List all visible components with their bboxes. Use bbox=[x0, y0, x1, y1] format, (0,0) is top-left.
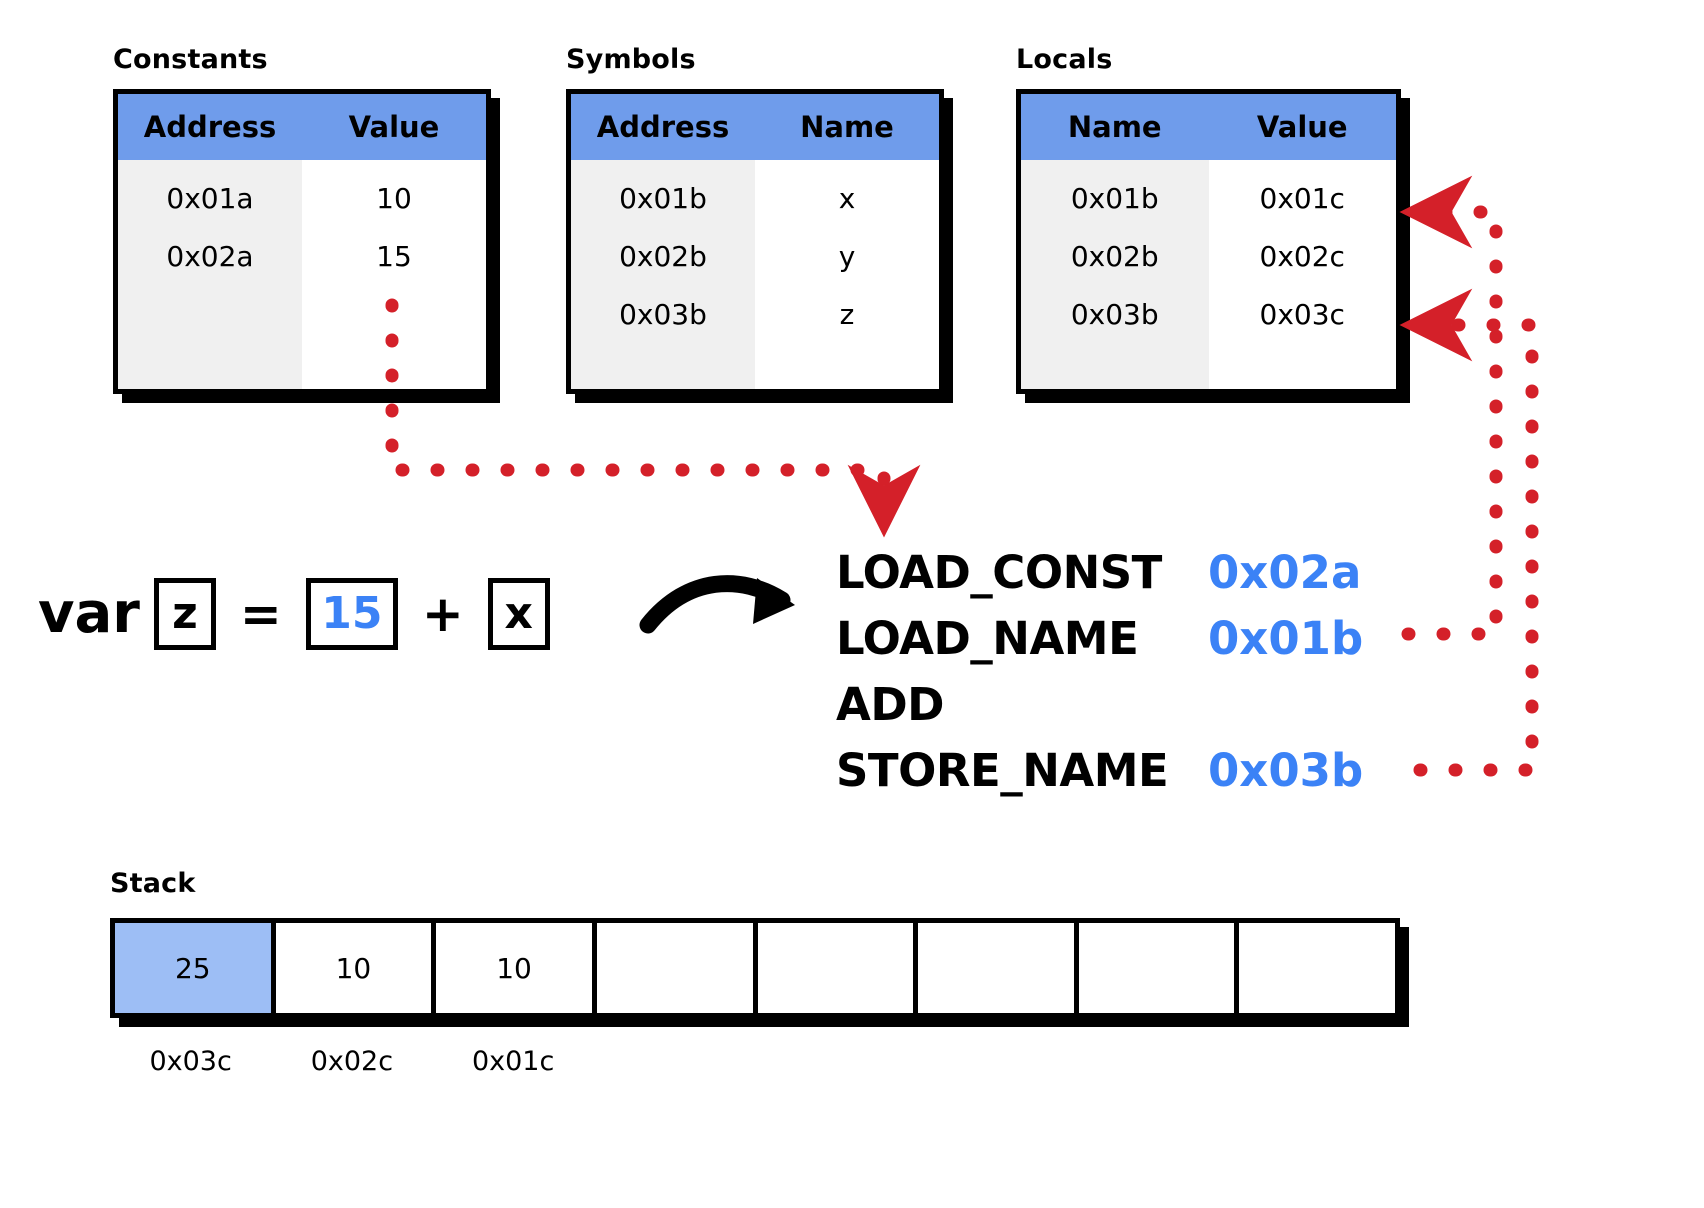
compile-arrow-icon bbox=[639, 575, 795, 634]
stack-cell bbox=[758, 923, 919, 1013]
table-cell: y bbox=[838, 239, 856, 273]
bytecode-arg: 0x03b bbox=[1208, 744, 1364, 797]
constants-table: Address Value 0x01a 0x02a 10 15 bbox=[113, 89, 500, 403]
locals-table-caption: Locals bbox=[1016, 44, 1113, 75]
stack-cell bbox=[1239, 923, 1395, 1013]
locals-table-header: Name Value bbox=[1021, 94, 1396, 160]
locals-name-column: 0x01b 0x02b 0x03b bbox=[1021, 160, 1209, 389]
bytecode-instruction-row: ADD bbox=[836, 678, 1363, 744]
symbols-table: Address Name 0x01b 0x02b 0x03b x y z bbox=[566, 89, 953, 403]
stack-cell: 10 bbox=[276, 923, 437, 1013]
bytecode-instruction-row: STORE_NAME 0x03b bbox=[836, 744, 1363, 810]
symbols-col-address: Address bbox=[596, 110, 730, 144]
stack-container: 25 10 10 bbox=[110, 918, 1409, 1027]
table-cell: x bbox=[838, 181, 856, 215]
locals-col-name: Name bbox=[1067, 110, 1162, 144]
table-cell: 0x02b bbox=[619, 239, 707, 273]
table-cell: 10 bbox=[376, 181, 412, 215]
constants-address-column: 0x01a 0x02a bbox=[118, 160, 302, 389]
table-cell: 0x01b bbox=[619, 181, 707, 215]
stack-caption: Stack bbox=[110, 868, 196, 899]
table-cell: 0x01a bbox=[166, 181, 254, 215]
bytecode-op: ADD bbox=[836, 678, 945, 731]
symbols-table-header: Address Name bbox=[571, 94, 939, 160]
stack-cell bbox=[918, 923, 1079, 1013]
stack-address-label: 0x02c bbox=[310, 1045, 394, 1077]
stack-address-label: 0x01c bbox=[471, 1045, 555, 1077]
table-cell: 0x02a bbox=[166, 239, 254, 273]
expression-keyword: var bbox=[38, 581, 140, 646]
table-cell: 0x03b bbox=[1070, 297, 1159, 331]
bytecode-arg: 0x01b bbox=[1208, 612, 1364, 665]
bytecode-listing: LOAD_CONST 0x02a LOAD_NAME 0x01b ADD STO… bbox=[836, 546, 1363, 810]
table-cell: 0x01b bbox=[1070, 181, 1159, 215]
bytecode-op: LOAD_CONST bbox=[836, 546, 1162, 599]
constants-table-header: Address Value bbox=[118, 94, 486, 160]
symbols-table-caption: Symbols bbox=[566, 44, 696, 75]
symbols-address-column: 0x01b 0x02b 0x03b bbox=[571, 160, 755, 389]
stack-address-label: 0x03c bbox=[149, 1045, 232, 1077]
table-cell: 15 bbox=[376, 239, 412, 273]
storename-to-locals-arrow bbox=[1399, 288, 1539, 777]
table-cell: z bbox=[839, 297, 855, 331]
stack-cell bbox=[597, 923, 758, 1013]
locals-table: Name Value 0x01b 0x02b 0x03b 0x01c 0x02c… bbox=[1016, 89, 1410, 403]
loadname-to-locals-arrow bbox=[1399, 175, 1503, 641]
symbols-name-column: x y z bbox=[755, 160, 939, 389]
constants-col-value: Value bbox=[348, 110, 440, 144]
bytecode-instruction-row: LOAD_NAME 0x01b bbox=[836, 612, 1363, 678]
expression-literal-box: 15 bbox=[305, 578, 398, 650]
expression-target-box: z bbox=[153, 578, 216, 650]
constants-col-address: Address bbox=[143, 110, 277, 144]
expression-equals: = bbox=[239, 585, 282, 643]
table-cell: 0x03c bbox=[1259, 297, 1345, 331]
expression-plus: + bbox=[421, 585, 464, 643]
locals-value-column: 0x01c 0x02c 0x03c bbox=[1208, 160, 1396, 389]
table-cell: 0x02b bbox=[1070, 239, 1159, 273]
bytecode-op: LOAD_NAME bbox=[836, 612, 1139, 665]
constants-table-caption: Constants bbox=[113, 44, 268, 75]
stack-cell bbox=[1079, 923, 1240, 1013]
stack-cell: 10 bbox=[436, 923, 597, 1013]
locals-col-value: Value bbox=[1256, 110, 1348, 144]
expression-operand-box: x bbox=[487, 578, 550, 650]
table-cell: 0x03b bbox=[619, 297, 707, 331]
symbols-col-name: Name bbox=[800, 110, 894, 144]
bytecode-instruction-row: LOAD_CONST 0x02a bbox=[836, 546, 1363, 612]
bytecode-op: STORE_NAME bbox=[836, 744, 1169, 797]
table-cell: 0x02c bbox=[1259, 239, 1345, 273]
stack-address-labels: 0x03c 0x02c 0x01c bbox=[110, 1038, 1400, 1084]
source-expression: var z = 15 + x bbox=[38, 578, 564, 650]
constants-value-column: 10 15 bbox=[302, 160, 486, 389]
table-cell: 0x01c bbox=[1259, 181, 1345, 215]
bytecode-arg: 0x02a bbox=[1208, 546, 1362, 599]
stack-cell: 25 bbox=[115, 923, 276, 1013]
